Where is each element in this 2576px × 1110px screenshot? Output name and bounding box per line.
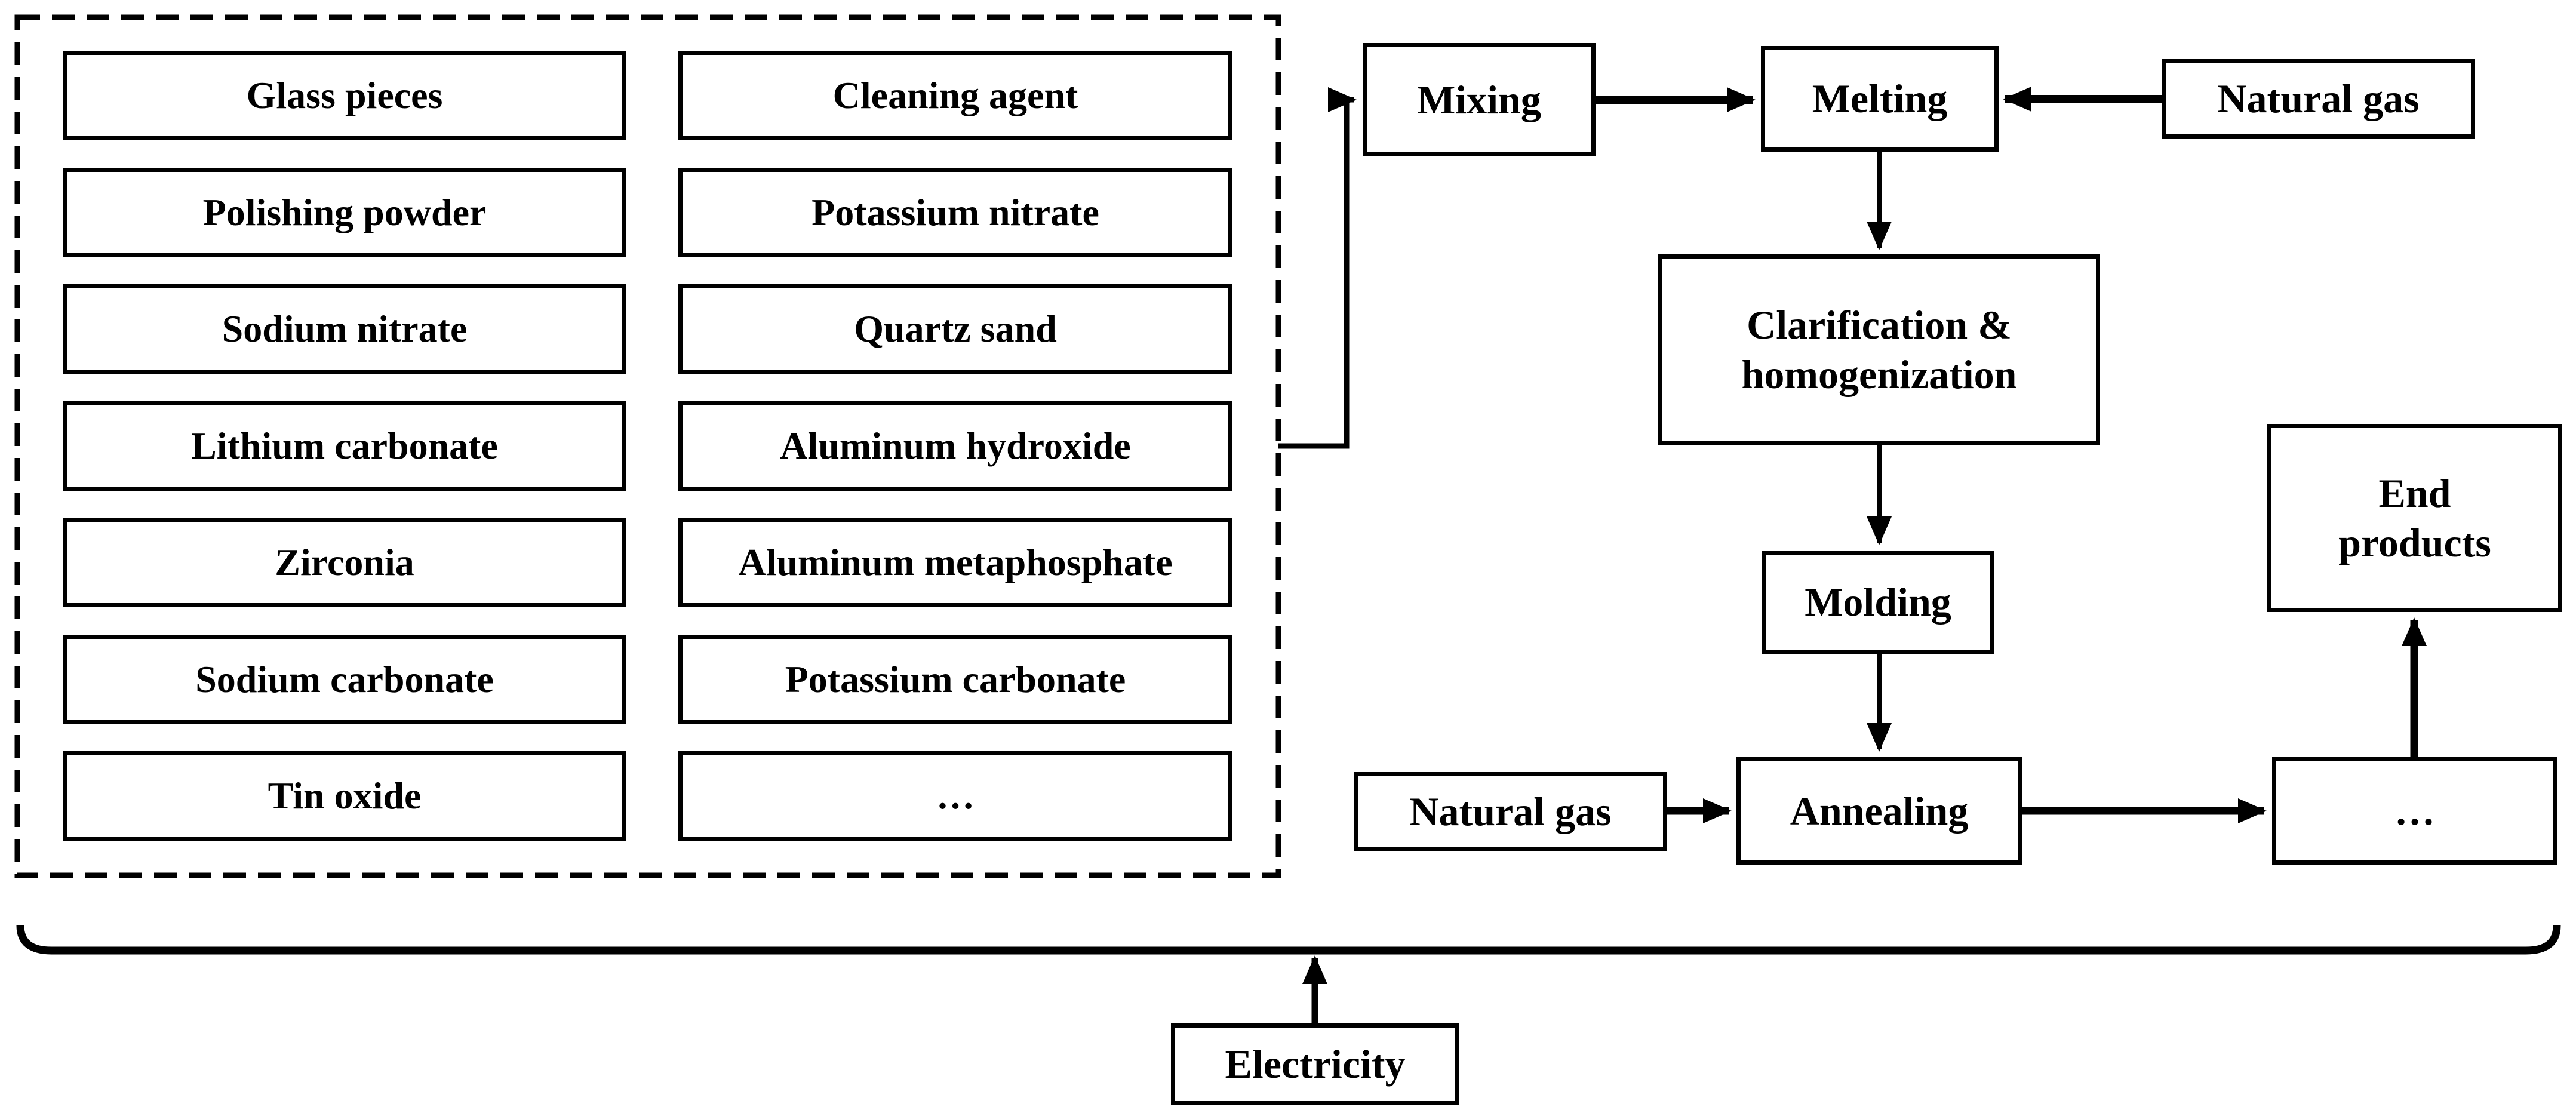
node-melting: Melting xyxy=(1761,46,1999,152)
node-quartz-sand: Quartz sand xyxy=(678,284,1232,374)
node-potassium-carbonate: Potassium carbonate xyxy=(678,635,1232,724)
node-polishing-powder: Polishing powder xyxy=(63,168,626,257)
node-aluminum-metaphosphate: Aluminum metaphosphate xyxy=(678,518,1232,607)
node-natural-gas-top: Natural gas xyxy=(2162,59,2475,139)
node-clarification-homogenization: Clarification & homogenization xyxy=(1658,254,2100,445)
electricity-scope-brace xyxy=(16,925,2561,955)
node-process-ellipsis: … xyxy=(2272,757,2557,865)
node-zirconia: Zirconia xyxy=(63,518,626,607)
node-cleaning-agent: Cleaning agent xyxy=(678,51,1232,140)
node-molding: Molding xyxy=(1762,551,1994,654)
node-aluminum-hydroxide: Aluminum hydroxide xyxy=(678,401,1232,491)
node-end-products: End products xyxy=(2267,424,2562,612)
node-natural-gas-bottom: Natural gas xyxy=(1354,772,1667,851)
node-lithium-carbonate: Lithium carbonate xyxy=(63,401,626,491)
node-sodium-carbonate: Sodium carbonate xyxy=(63,635,626,724)
node-tin-oxide: Tin oxide xyxy=(63,751,626,841)
node-sodium-nitrate: Sodium nitrate xyxy=(63,284,626,374)
raw-materials-dashed-container xyxy=(14,14,1281,878)
node-glass-pieces: Glass pieces xyxy=(63,51,626,140)
arrow-raw-materials-to-mixing xyxy=(1278,87,1357,449)
node-annealing: Annealing xyxy=(1736,757,2022,865)
node-electricity: Electricity xyxy=(1171,1023,1459,1105)
node-materials-ellipsis: … xyxy=(678,751,1232,841)
node-potassium-nitrate: Potassium nitrate xyxy=(678,168,1232,257)
node-mixing: Mixing xyxy=(1363,43,1596,156)
